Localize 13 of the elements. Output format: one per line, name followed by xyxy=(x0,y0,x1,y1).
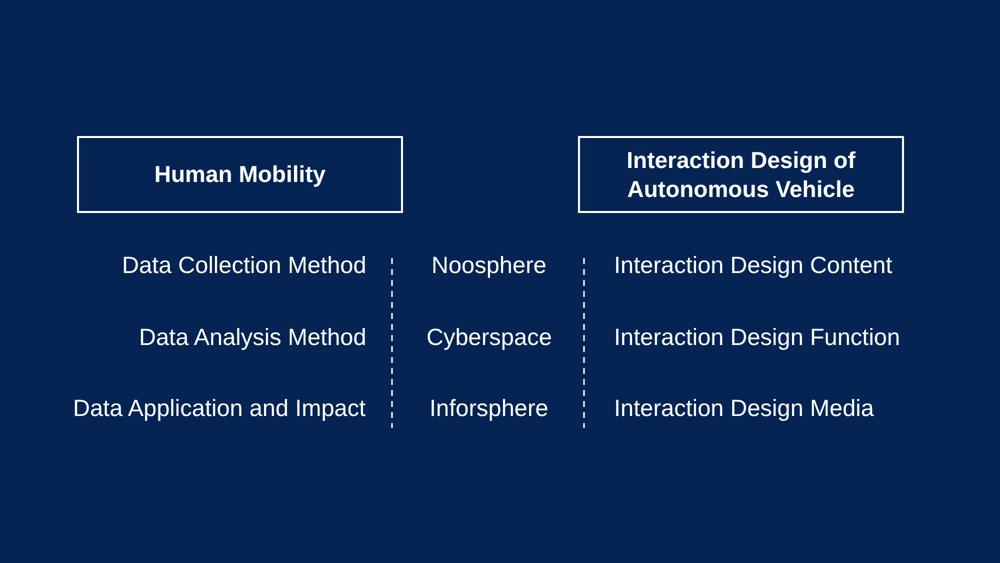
list-item-text: Interaction Design Media xyxy=(614,394,874,423)
heading-box xyxy=(77,136,403,213)
heading-text: Interaction Design of Autonomous Vehicle xyxy=(626,146,856,204)
list-item-text: Inforsphere xyxy=(430,394,548,423)
list-item-text: Data Collection Method xyxy=(122,251,366,280)
list-item-text: Data Application and Impact xyxy=(73,394,366,423)
heading-box xyxy=(578,136,904,213)
list-item-text: Noosphere xyxy=(432,251,546,280)
list-item-text: Data Analysis Method xyxy=(139,323,366,352)
heading-text: Human Mobility xyxy=(154,160,326,189)
list-item-text: Interaction Design Content xyxy=(614,251,892,280)
list-item-text: Interaction Design Function xyxy=(614,323,900,352)
list-item-text: Cyberspace xyxy=(426,323,552,352)
